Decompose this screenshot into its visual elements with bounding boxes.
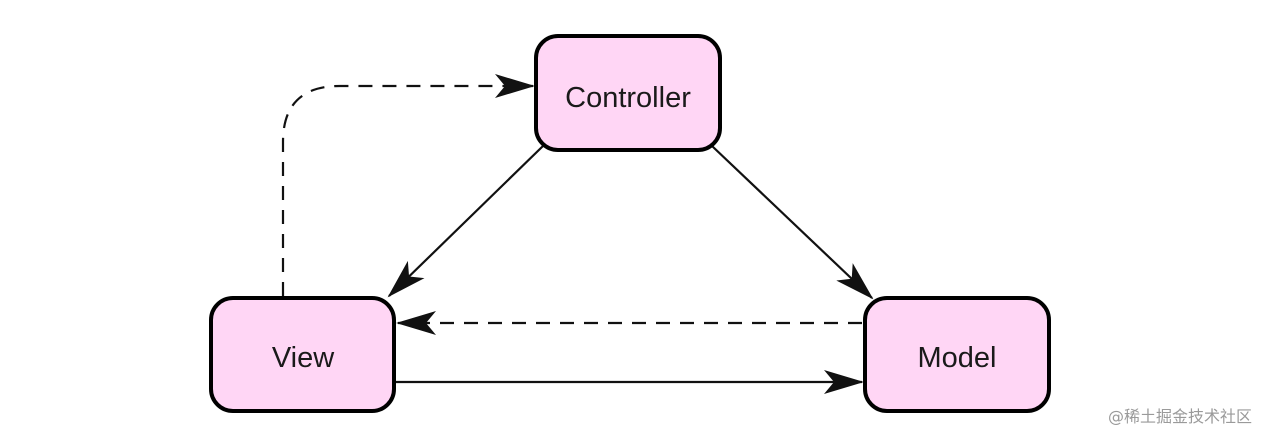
node-model-box xyxy=(863,296,1051,413)
edge-controller-to-view xyxy=(387,145,544,298)
watermark: @稀土掘金技术社区 xyxy=(1107,407,1252,426)
node-controller-box xyxy=(534,34,722,152)
node-controller: Controller xyxy=(534,34,722,152)
edge-controller-to-model xyxy=(711,145,874,300)
node-model-label: Model xyxy=(918,342,997,374)
node-view: View xyxy=(209,296,396,413)
node-view-box xyxy=(209,296,396,413)
node-view-label: View xyxy=(272,342,335,374)
node-controller-label: Controller xyxy=(565,82,691,114)
node-model: Model xyxy=(863,296,1051,413)
edge-view-to-controller-dashed xyxy=(281,74,535,296)
